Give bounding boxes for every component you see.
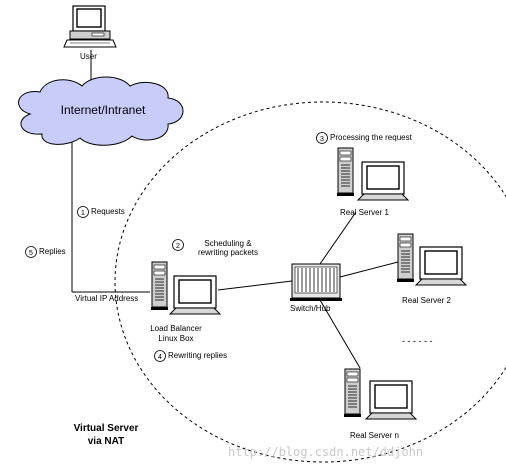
- virtual-server-title-line1: Virtual Server: [73, 423, 139, 434]
- step-3-marker: 3: [316, 132, 328, 144]
- link-switch-servern: [319, 299, 361, 369]
- link-loadbalancer-switch: [217, 280, 293, 291]
- link-switch-server2: [339, 261, 399, 278]
- step-4-label: Rewriting replies: [168, 351, 228, 360]
- step-5-marker: 5: [25, 246, 37, 258]
- load-balancer-icon: [150, 261, 221, 315]
- step-3-label: Processing the request: [330, 133, 412, 142]
- internet-cloud-icon: [18, 76, 184, 146]
- step-2-marker: 2: [172, 239, 184, 251]
- svg-text:4: 4: [158, 354, 162, 361]
- switch-label: Switch/Hub: [290, 304, 331, 313]
- real-server-1-label: Real Server 1: [340, 208, 389, 217]
- virtual-ip-label: Virtual IP Address: [75, 294, 139, 303]
- load-balancer-label-line2: Linux Box: [158, 334, 194, 343]
- step-4-marker: 4: [154, 350, 166, 362]
- load-balancer-label-line1: Load Balancer: [150, 324, 202, 333]
- more-servers-ellipsis: - - - - - -: [402, 336, 433, 346]
- real-server-2-icon: [396, 233, 467, 286]
- step-1-label: Requests: [91, 207, 125, 216]
- svg-text:2: 2: [176, 243, 180, 250]
- step-1-marker: 1: [77, 206, 89, 218]
- real-server-2-label: Real Server 2: [402, 296, 451, 305]
- real-server-n-icon: [343, 368, 417, 420]
- real-server-n-label: Real Server n: [350, 431, 399, 440]
- link-switch-server1: [319, 211, 357, 265]
- step-5-label: Replies: [39, 247, 66, 256]
- virtual-server-title: Virtual Server via NAT: [56, 422, 156, 448]
- user-computer-icon: [63, 5, 117, 48]
- watermark-url: http://blog.csdn.net/ddjohn: [228, 445, 424, 459]
- step-2-label-line2: rewriting packets: [197, 248, 259, 257]
- svg-text:1: 1: [81, 210, 85, 217]
- internet-label: Internet/Intranet: [60, 103, 146, 117]
- svg-text:5: 5: [29, 250, 33, 257]
- user-label: User: [80, 52, 97, 61]
- virtual-server-title-line2: via NAT: [87, 436, 125, 447]
- real-server-1-icon: [336, 147, 409, 201]
- svg-text:3: 3: [320, 136, 324, 143]
- step-2-label-line1: Scheduling &: [204, 239, 252, 248]
- switch-hub-icon: [290, 263, 342, 301]
